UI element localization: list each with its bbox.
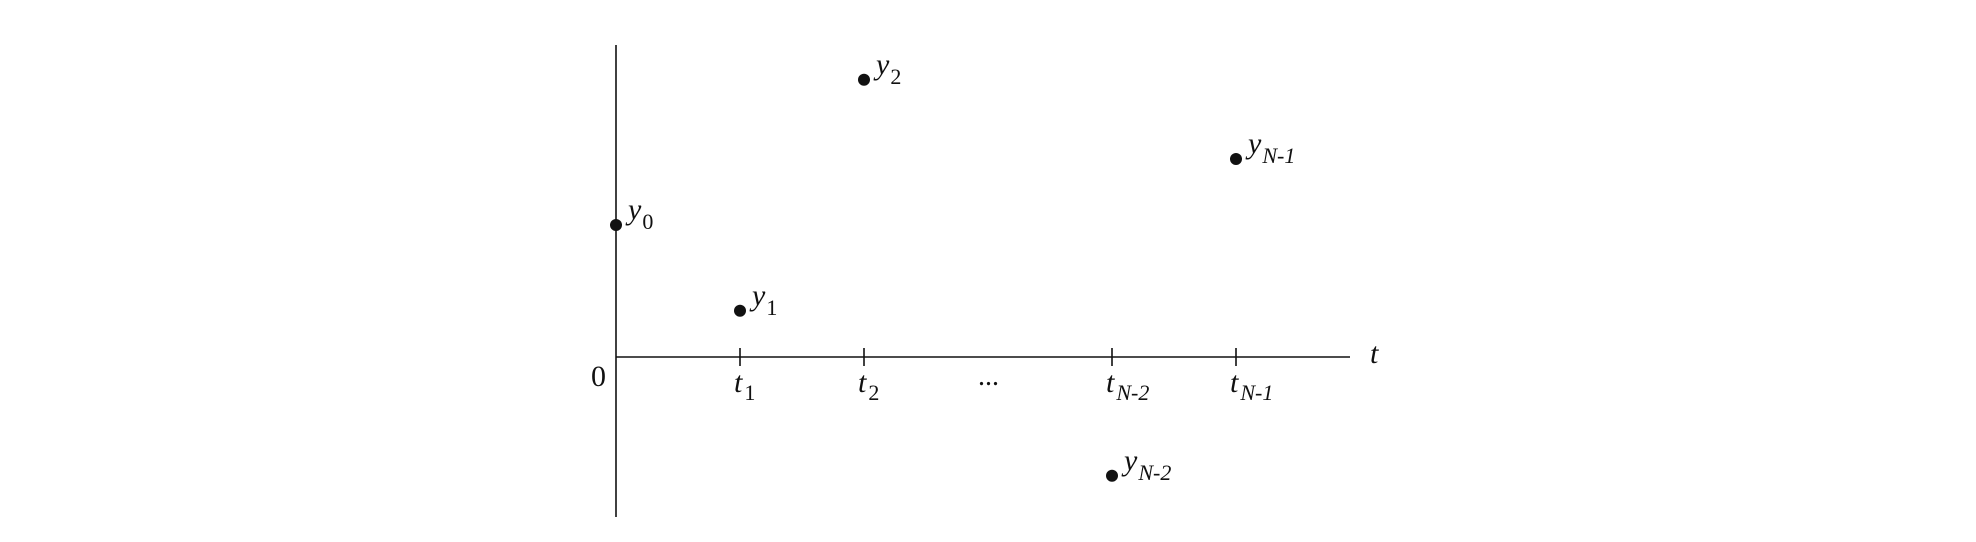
x-tick-label-2: t2: [858, 366, 879, 405]
data-point-0: [610, 219, 622, 231]
point-label-4: yN-1: [1245, 127, 1295, 168]
origin-label: 0: [591, 360, 606, 393]
x-tick-label-4: tN-1: [1230, 366, 1273, 405]
point-label-2: y2: [873, 48, 901, 89]
data-point-3: [1106, 469, 1118, 482]
x-tick-label-3: tN-2: [1106, 366, 1149, 405]
point-label-1: y1: [749, 279, 777, 320]
labels: t 0 t1 t2 tN-2 tN-1... y0 y1 y2 yN-2 yN-1: [591, 48, 1379, 485]
x-ellipsis: ...: [978, 361, 999, 392]
data-point-1: [734, 304, 746, 317]
x-axis-label: t: [1370, 337, 1379, 370]
x-ticks: [739, 348, 1237, 366]
point-label-0: y0: [625, 193, 653, 234]
x-tick-label-1: t1: [734, 366, 755, 405]
data-points: [610, 73, 1242, 482]
data-point-2: [858, 73, 870, 86]
point-label-3: yN-2: [1121, 444, 1171, 485]
axes: [615, 45, 1350, 517]
data-point-4: [1230, 153, 1242, 165]
